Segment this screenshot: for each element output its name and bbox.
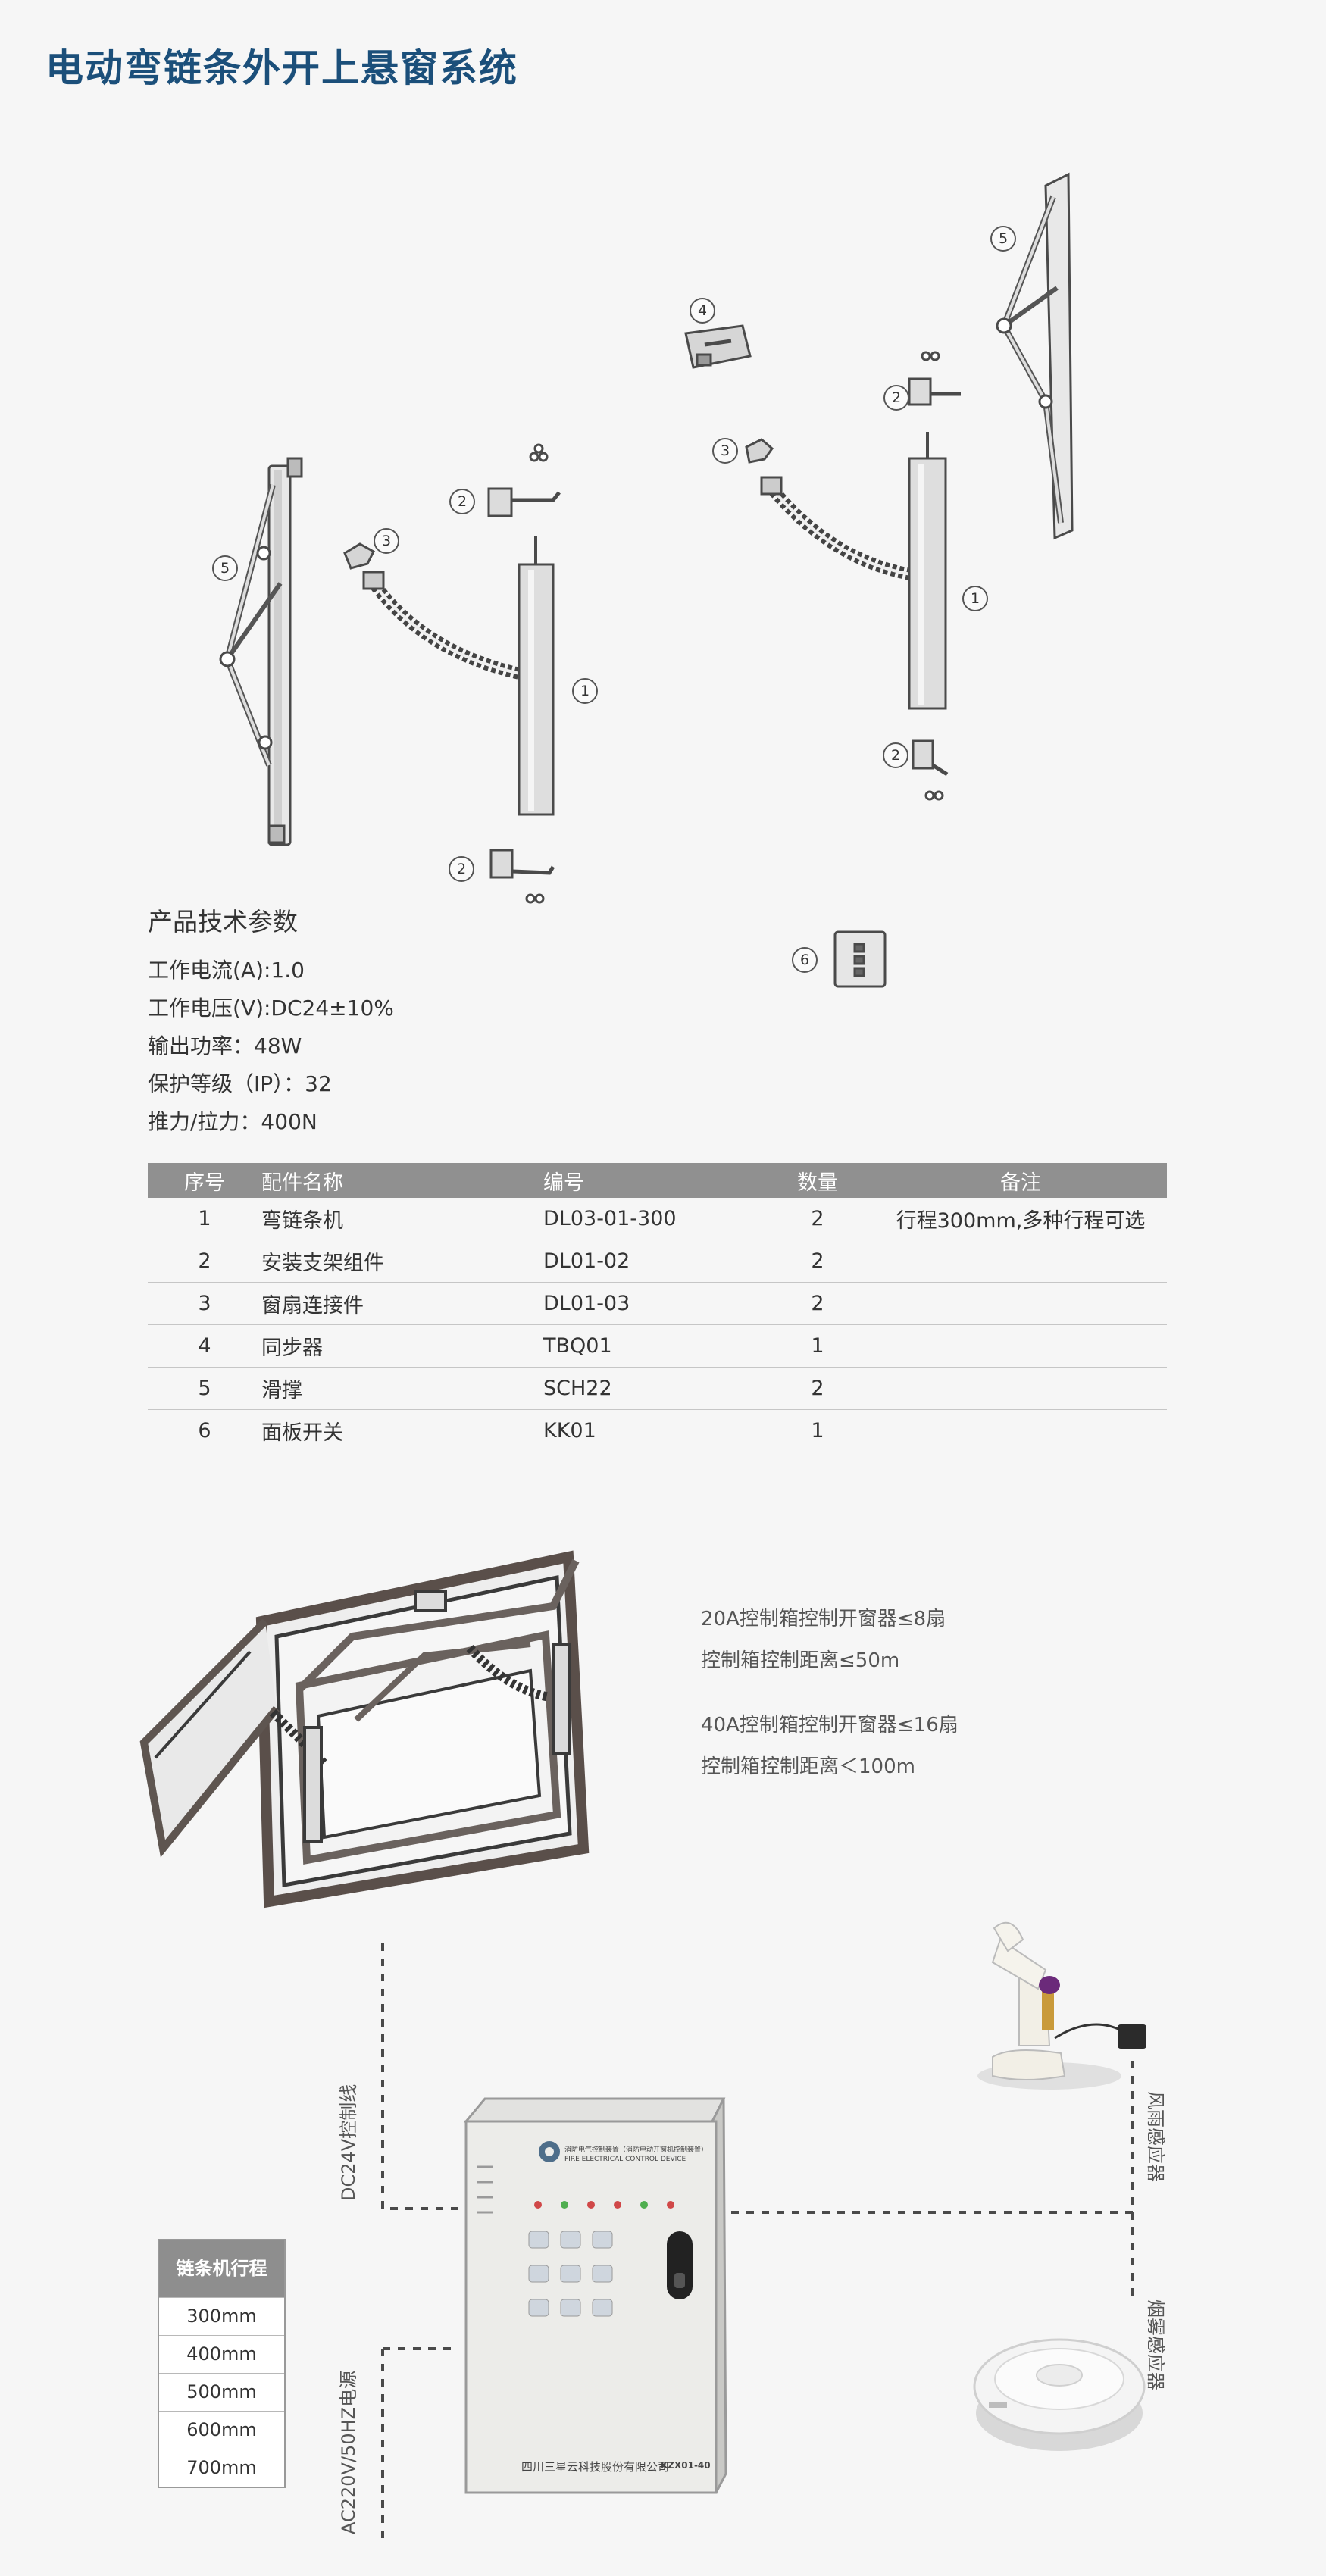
callout-6: 6 [792,947,818,973]
control-box-brand-en: FIRE ELECTRICAL CONTROL DEVICE [564,2156,686,2163]
bracket-left-top [487,443,561,517]
callout-2-left-top: 2 [449,489,475,514]
cell-name: 安装支架组件 [261,1240,543,1283]
control-box-maker: 四川三星云科技股份有限公司 [521,2460,670,2474]
panel-switch [833,930,887,988]
bracket-right-top [908,351,961,406]
tech-specs: 产品技术参数 工作电流(A):1.0 工作电压(V):DC24±10% 输出功率… [148,902,394,1141]
note-40a: 40A控制箱控制开窗器≤16扇 [701,1714,959,1737]
parts-table: 序号 配件名称 编号 数量 备注 1 弯链条机 DL03-01-300 2 行程… [148,1163,1167,1452]
stroke-value: 600mm [159,2411,284,2449]
cell-qty: 2 [761,1367,874,1410]
bracket-left-bottom [489,849,555,904]
cell-index: 3 [148,1282,261,1325]
page-title: 电动弯链条外开上悬窗系统 [45,46,518,90]
cell-note [874,1240,1167,1283]
friction-stay-left [219,457,303,846]
cell-code: DL01-03 [543,1282,761,1325]
cell-note [874,1409,1167,1452]
cell-note [874,1324,1167,1368]
stroke-value: 300mm [159,2297,284,2335]
spec-voltage: 工作电压(V):DC24±10% [148,996,394,1021]
callout-3-left: 3 [374,528,399,554]
cell-name: 窗扇连接件 [261,1282,543,1325]
cell-index: 6 [148,1409,261,1452]
control-box-brand-cn: 消防电气控制装置（消防电动开窗机控制装置） [564,2146,708,2154]
cell-name: 面板开关 [261,1409,543,1452]
cell-code: TBQ01 [543,1324,761,1368]
cell-index: 2 [148,1240,261,1283]
cell-code: DL03-01-300 [543,1198,761,1240]
control-notes: 20A控制箱控制开窗器≤8扇 控制箱控制距离≤50m 40A控制箱控制开窗器≤1… [701,1599,959,1788]
cell-note [874,1282,1167,1325]
spec-force: 推力/拉力：400N [148,1109,317,1134]
cell-name: 滑撑 [261,1367,543,1410]
parts-table-header: 序号 配件名称 编号 数量 备注 [148,1163,1167,1198]
chain-actuator-left [362,536,555,816]
callout-2-left-bottom: 2 [449,856,474,882]
stroke-value: 500mm [159,2373,284,2411]
friction-stay-right [996,172,1074,540]
sash-connector-right [745,438,774,464]
callout-1-left: 1 [572,678,598,704]
table-row: 2 安装支架组件 DL01-02 2 [148,1240,1167,1283]
table-row: 6 面板开关 KK01 1 [148,1409,1167,1452]
cell-code: DL01-02 [543,1240,761,1283]
cell-note: 行程300mm,多种行程可选 [874,1198,1167,1240]
spec-power: 输出功率：48W [148,1033,302,1058]
col-note: 备注 [874,1163,1167,1198]
col-index: 序号 [148,1163,261,1198]
window-assembly-illustration [139,1550,590,1909]
actuator-stroke-table: 链条机行程 300mm 400mm 500mm 600mm 700mm [158,2239,286,2488]
spec-current: 工作电流(A):1.0 [148,958,305,983]
note-40a-distance: 控制箱控制距离＜100m [701,1755,915,1778]
table-row: 1 弯链条机 DL03-01-300 2 行程300mm,多种行程可选 [148,1198,1167,1240]
cell-qty: 1 [761,1324,874,1368]
cell-index: 4 [148,1324,261,1368]
cell-note [874,1367,1167,1410]
callout-5-right: 5 [990,226,1016,252]
cell-name: 弯链条机 [261,1198,543,1240]
cell-qty: 2 [761,1282,874,1325]
specs-heading: 产品技术参数 [148,907,298,936]
cell-qty: 2 [761,1198,874,1240]
component-exploded-drawing [219,172,1074,988]
cell-index: 1 [148,1198,261,1240]
col-code: 编号 [543,1163,761,1198]
cell-index: 5 [148,1367,261,1410]
stroke-value: 400mm [159,2335,284,2373]
col-qty: 数量 [761,1163,874,1198]
note-20a-distance: 控制箱控制距离≤50m [701,1649,900,1672]
callout-5-left: 5 [212,555,238,581]
chain-actuator-right [760,432,947,710]
cell-name: 同步器 [261,1324,543,1368]
cell-qty: 2 [761,1240,874,1283]
cell-qty: 1 [761,1409,874,1452]
synchronizer [684,324,752,369]
control-box-model: KZX01-40 [661,2460,711,2471]
sash-connector-left [343,542,375,570]
note-20a: 20A控制箱控制开窗器≤8扇 [701,1608,946,1630]
spec-ip: 保护等级（IP）：32 [148,1071,332,1096]
cell-code: SCH22 [543,1367,761,1410]
callout-4: 4 [690,298,715,324]
col-name: 配件名称 [261,1163,543,1198]
callout-1-right: 1 [962,586,988,611]
stroke-value: 700mm [159,2449,284,2487]
stroke-table-header: 链条机行程 [159,2240,284,2297]
cell-code: KK01 [543,1409,761,1452]
callout-3-right: 3 [712,438,738,464]
callout-2-right-top: 2 [883,385,909,411]
table-row: 4 同步器 TBQ01 1 [148,1324,1167,1368]
table-row: 5 滑撑 SCH22 2 [148,1367,1167,1410]
callout-2-right-bottom: 2 [883,742,908,768]
table-row: 3 窗扇连接件 DL01-03 2 [148,1282,1167,1325]
bracket-right-bottom [912,739,949,801]
